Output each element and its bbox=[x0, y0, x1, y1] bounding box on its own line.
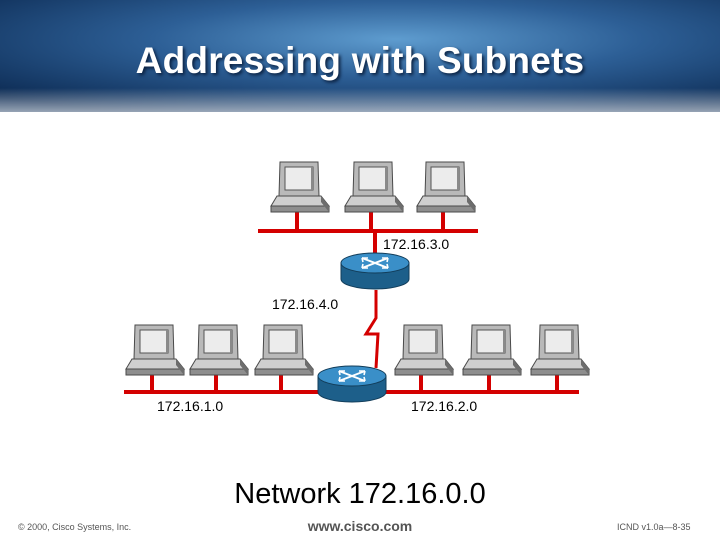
router-icon-bottom bbox=[317, 365, 387, 403]
footer-course-code: ICND v1.0a—8-35 bbox=[617, 522, 691, 532]
drop-top-2 bbox=[369, 208, 373, 231]
segment-line-left bbox=[124, 390, 324, 394]
footer-website: www.cisco.com bbox=[307, 518, 413, 534]
segment-line-top bbox=[258, 229, 478, 233]
pc-icon bbox=[125, 324, 185, 376]
serial-link-icon bbox=[363, 290, 380, 369]
drop-right-1 bbox=[419, 370, 423, 392]
subnet-label-middle: 172.16.4.0 bbox=[272, 296, 339, 312]
header-banner bbox=[0, 0, 720, 130]
network-label: Network 172.16.0.0 bbox=[234, 478, 486, 510]
subnet-label-top: 172.16.3.0 bbox=[383, 236, 450, 252]
drop-left-3 bbox=[279, 370, 283, 392]
subnet-label-right: 172.16.2.0 bbox=[411, 398, 478, 414]
pc-icon bbox=[270, 161, 330, 213]
pc-icon bbox=[530, 324, 590, 376]
router-top-uplink bbox=[373, 231, 377, 255]
pc-icon bbox=[254, 324, 314, 376]
drop-left-1 bbox=[150, 370, 154, 392]
drop-left-2 bbox=[214, 370, 218, 392]
router-icon-top bbox=[340, 252, 410, 290]
pc-icon bbox=[344, 161, 404, 213]
segment-line-right bbox=[384, 390, 579, 394]
slide-title: Addressing with Subnets bbox=[135, 40, 585, 81]
drop-top-1 bbox=[295, 208, 299, 231]
pc-icon bbox=[416, 161, 476, 213]
drop-right-3 bbox=[555, 370, 559, 392]
pc-icon bbox=[189, 324, 249, 376]
drop-right-2 bbox=[487, 370, 491, 392]
pc-icon bbox=[462, 324, 522, 376]
pc-icon bbox=[394, 324, 454, 376]
subnet-label-left: 172.16.1.0 bbox=[157, 398, 224, 414]
footer-copyright: © 2000, Cisco Systems, Inc. bbox=[18, 522, 132, 532]
drop-top-3 bbox=[441, 208, 445, 231]
